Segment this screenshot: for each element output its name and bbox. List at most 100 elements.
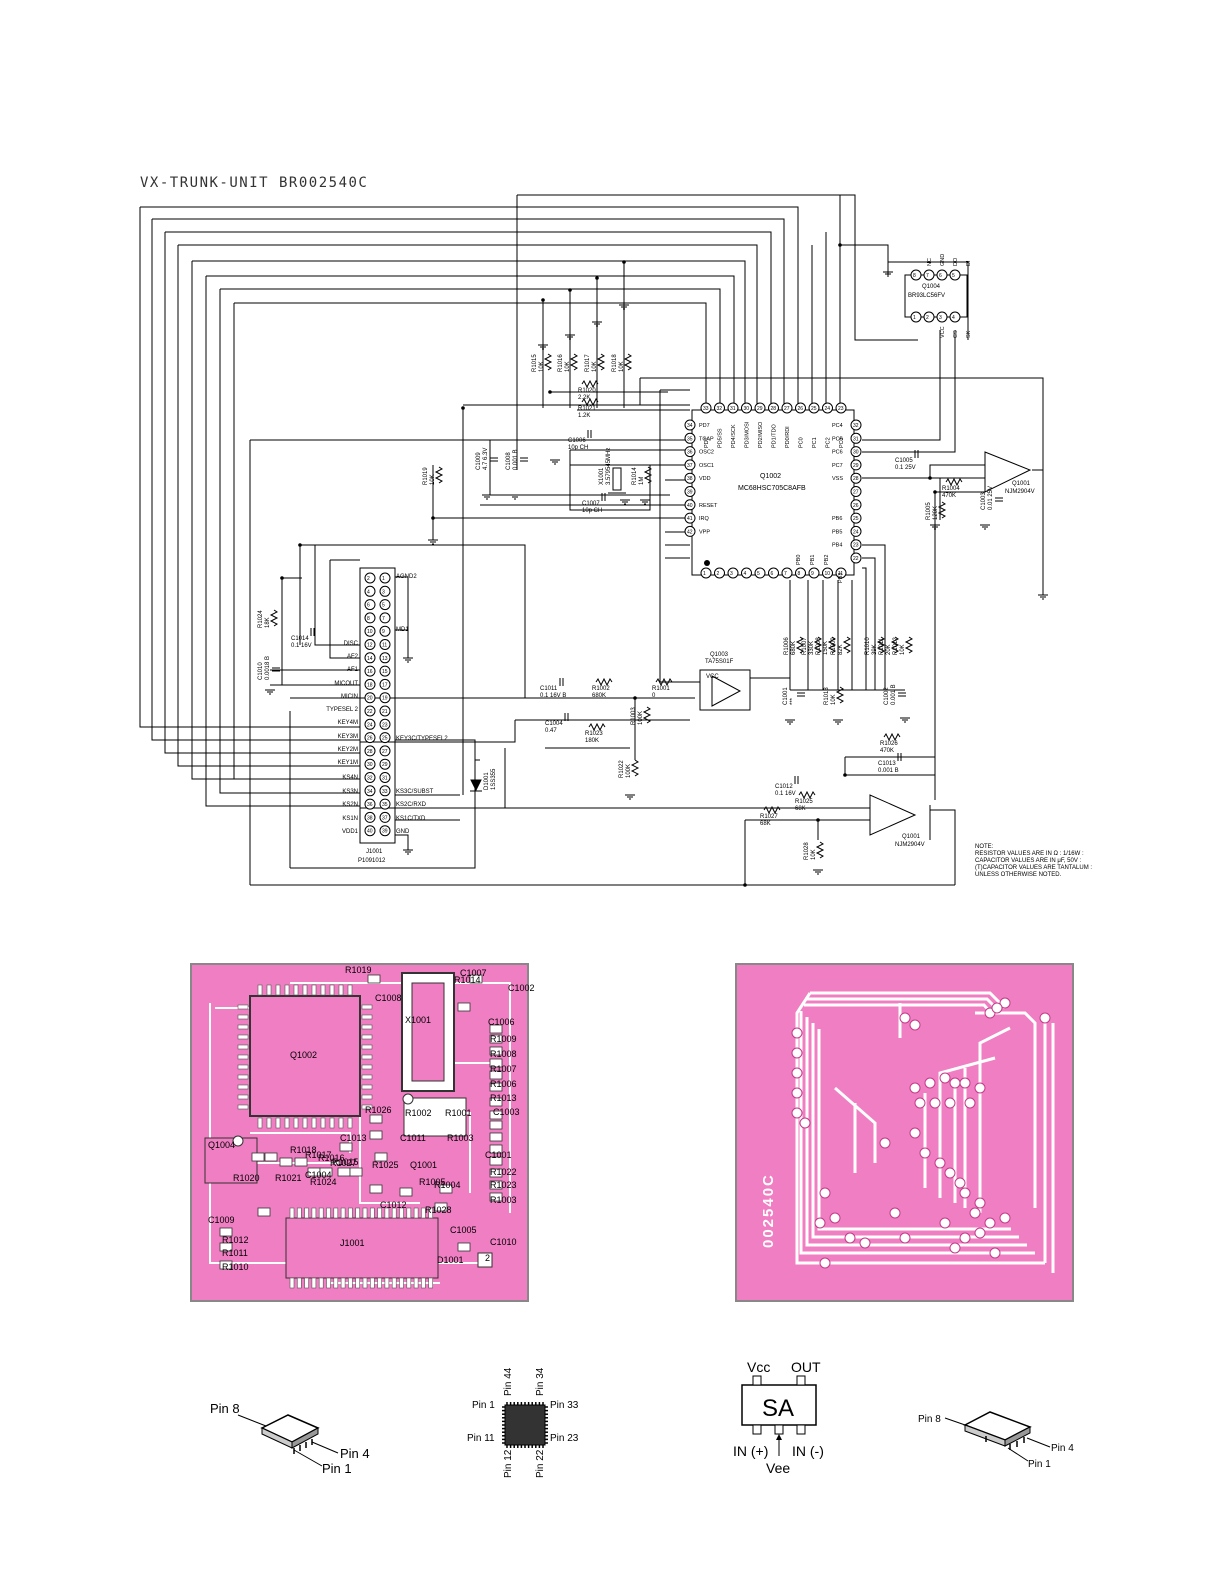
soic8s-pin1: Pin 1 bbox=[1028, 1459, 1051, 1470]
q1002-pin-num: 26 bbox=[798, 406, 804, 412]
q1004-part: BR93LC56FV bbox=[908, 293, 945, 299]
component-value: 1SS355 bbox=[491, 768, 497, 790]
pcb-pad bbox=[859, 1237, 871, 1249]
smd-part bbox=[339, 1142, 353, 1152]
resistor-symbol bbox=[581, 379, 599, 389]
component-ref: C1007 bbox=[582, 501, 600, 507]
q1002-pin bbox=[684, 432, 696, 444]
j1001-pin bbox=[364, 625, 376, 637]
pcb-label: Q1002 bbox=[290, 1050, 317, 1060]
component-value: 68K bbox=[760, 821, 771, 827]
j1001-left-label: AF2 bbox=[347, 654, 359, 660]
j1001-left-label: KS4N bbox=[342, 775, 358, 781]
q1002-pin-label: RESET bbox=[699, 503, 718, 509]
q1002-pin-label: PC7 bbox=[832, 463, 843, 469]
q1002-pin-label: PC2 bbox=[826, 437, 832, 448]
component-ref: C1001 bbox=[783, 687, 789, 705]
component-ref: C1002 bbox=[884, 687, 890, 705]
qfp-pad bbox=[237, 1104, 249, 1110]
component-ref: C1006 bbox=[568, 438, 586, 444]
q1002-pin bbox=[741, 402, 752, 414]
smd-part bbox=[489, 1110, 503, 1120]
j1001-pin bbox=[379, 678, 391, 690]
qfp-pad bbox=[361, 1034, 373, 1040]
j1001-pin-num: 38 bbox=[367, 815, 373, 821]
j1001-pin bbox=[379, 732, 391, 744]
connector-pad bbox=[421, 1207, 426, 1219]
j1001-pin bbox=[364, 772, 376, 783]
resistor-symbol bbox=[630, 759, 640, 777]
pcb-label: R1003 bbox=[447, 1133, 474, 1143]
sot-vcc: Vcc bbox=[747, 1359, 770, 1375]
pcb-pad bbox=[791, 1047, 803, 1059]
component-ref: X1001 bbox=[599, 467, 605, 485]
pcb-pad bbox=[879, 1137, 891, 1149]
pcb-label: R1025 bbox=[372, 1160, 399, 1170]
junction-dot bbox=[431, 516, 435, 520]
component-ref: R1010 bbox=[865, 637, 871, 655]
component-value: 10K bbox=[592, 361, 598, 372]
j1001-left-label: KS2N bbox=[342, 802, 358, 808]
capacitor-symbol bbox=[490, 457, 498, 462]
q1001b-part: NJM2904V bbox=[895, 842, 925, 848]
pcb-label: C1008 bbox=[375, 993, 402, 1003]
pcb-pad bbox=[844, 1232, 856, 1244]
component-value: *** bbox=[790, 697, 796, 705]
component-value: 0.47 bbox=[545, 728, 557, 734]
q1002-pin-num: 32 bbox=[853, 423, 859, 429]
q1002-pin bbox=[808, 402, 820, 414]
j1001-pin-num: 15 bbox=[382, 669, 388, 675]
q1004-pin bbox=[949, 311, 961, 323]
qfp-pin22: Pin 22 bbox=[535, 1449, 546, 1478]
resistor-symbol bbox=[763, 805, 781, 815]
j1001-right-label: KS3C/SUBST bbox=[396, 789, 434, 795]
component-value: 4.7 6.3V bbox=[483, 448, 489, 470]
qfp-pad bbox=[302, 1117, 308, 1129]
qfp-pad bbox=[237, 1014, 249, 1020]
connector-pad bbox=[428, 1277, 433, 1289]
schematic-title: VX-TRUNK-UNIT BR002540C bbox=[140, 175, 368, 191]
sot-vee: Vee bbox=[766, 1460, 790, 1476]
qfp-pad bbox=[347, 1117, 353, 1129]
component-value: 18K bbox=[265, 617, 271, 628]
component-value: 0.01 25V bbox=[988, 486, 994, 510]
ground-symbol bbox=[265, 689, 275, 695]
pcb-pad bbox=[939, 1217, 951, 1229]
connector-pad bbox=[340, 1207, 346, 1219]
j1001-pin-num: 3 bbox=[382, 589, 385, 595]
smd-part bbox=[219, 1242, 233, 1252]
smd-part bbox=[251, 1152, 265, 1162]
capacitor-symbol bbox=[601, 493, 606, 501]
q1002-pin-num: 23 bbox=[838, 406, 844, 412]
pcb-label: R1010 bbox=[222, 1262, 249, 1272]
qfp-pad bbox=[361, 1024, 373, 1030]
q1002-pin bbox=[684, 419, 696, 431]
connector-pad bbox=[362, 1277, 368, 1289]
j1001-pin bbox=[379, 572, 391, 584]
connector-pad bbox=[370, 1277, 375, 1289]
pcb-pad bbox=[944, 1167, 956, 1179]
q1002-pin-num: 6 bbox=[771, 571, 774, 577]
j1001-pin bbox=[364, 665, 376, 677]
smd-part bbox=[219, 1227, 233, 1237]
q1002-pin bbox=[684, 472, 696, 484]
component-value: 100K bbox=[626, 764, 632, 778]
q1002-part: MC68HSC705C8AFB bbox=[738, 485, 806, 492]
note-line: UNLESS OTHERWISE NOTED. bbox=[975, 872, 1062, 878]
pcb-label: R1024 bbox=[310, 1177, 337, 1187]
q1002-pin bbox=[684, 446, 696, 458]
qfp-pad bbox=[237, 1094, 249, 1100]
component-ref: R1014 bbox=[632, 467, 638, 485]
q1004-pin-num: 8 bbox=[913, 273, 916, 279]
j1001-pin-num: 6 bbox=[367, 603, 370, 609]
soic8-pin8: Pin 8 bbox=[210, 1401, 240, 1416]
connector-pad bbox=[421, 1277, 426, 1289]
smd-part bbox=[489, 1168, 503, 1178]
j1001-pin bbox=[379, 785, 391, 797]
j1001-pin-num: 19 bbox=[382, 696, 388, 702]
q1002-pin bbox=[781, 402, 793, 414]
j1001-pin bbox=[379, 665, 391, 677]
q1002-pin bbox=[727, 567, 739, 579]
q1004-pin bbox=[936, 269, 948, 281]
